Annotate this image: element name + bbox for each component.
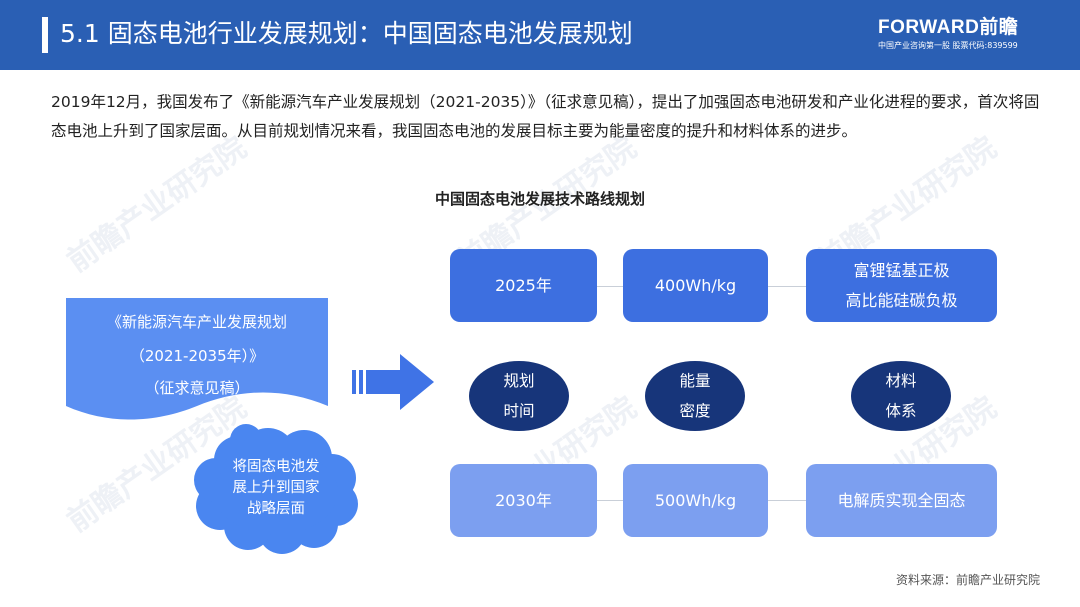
header-bar: 5.1 固态电池行业发展规划：中国固态电池发展规划 FORWARD前瞻 中国产业… [0, 0, 1080, 70]
milestone-2030-energy-density: 500Wh/kg [623, 464, 768, 537]
ellipse-line-2: 体系 [885, 402, 917, 420]
source-note: 资料来源：前瞻产业研究院 [895, 573, 1040, 587]
intro-paragraph: 2019年12月，我国发布了《新能源汽车产业发展规划（2021-2035）》（征… [51, 93, 1040, 140]
doc-line-2: （2021-2035年）》 [129, 347, 265, 365]
box-label: 500Wh/kg [654, 490, 737, 510]
cloud-line-1: 将固态电池发 [232, 459, 320, 475]
category-material-system: 材料 体系 [851, 361, 951, 431]
brand-logo: FORWARD前瞻 中国产业咨询第一股 股票代码:839599 [878, 18, 1038, 52]
ellipse-line-1: 规划 [503, 372, 535, 390]
box-label: 2025年 [495, 275, 552, 295]
ellipse-line-2: 密度 [679, 402, 711, 420]
box-label: 400Wh/kg [654, 275, 737, 295]
strategy-cloud-callout: 将固态电池发 展上升到国家 战略层面 [186, 420, 366, 554]
cloud-text: 将固态电池发 展上升到国家 战略层面 [216, 457, 336, 520]
page-title: 5.1 固态电池行业发展规划：中国固态电池发展规划 [60, 19, 633, 48]
box-label: 2030年 [495, 490, 552, 510]
category-planning-time: 规划 时间 [469, 361, 569, 431]
doc-line-1: 《新能源汽车产业发展规划 [106, 313, 287, 331]
doc-line-3: （征求意见稿） [144, 379, 250, 397]
connector-line [597, 500, 623, 501]
ellipse-line-1: 材料 [885, 372, 917, 390]
category-energy-density: 能量 密度 [645, 361, 745, 431]
milestone-2025-materials: 富锂锰基正极 高比能硅碳负极 [806, 249, 997, 322]
box-label-line-2: 高比能硅碳负极 [845, 290, 958, 310]
cloud-line-3: 战略层面 [247, 501, 305, 517]
right-arrow-icon [352, 354, 434, 414]
connector-line [768, 500, 806, 501]
cloud-icon [194, 424, 358, 554]
ellipse-line-1: 能量 [679, 372, 711, 390]
connector-line [768, 286, 806, 287]
document-icon [66, 298, 328, 420]
policy-document-shape: 《新能源汽车产业发展规划 （2021-2035年）》 （征求意见稿） [66, 298, 328, 423]
logo-subtitle: 中国产业咨询第一股 股票代码:839599 [878, 41, 1018, 50]
milestone-2025-energy-density: 400Wh/kg [623, 249, 768, 322]
connector-line [597, 286, 623, 287]
logo-brand: FORWARD前瞻 [878, 17, 1019, 38]
milestone-2030-year: 2030年 [450, 464, 597, 537]
ellipse-line-2: 时间 [503, 402, 535, 420]
box-label-line-1: 富锂锰基正极 [853, 260, 950, 280]
milestone-2025-year: 2025年 [450, 249, 597, 322]
box-label: 电解质实现全固态 [837, 490, 966, 510]
diagram-title: 中国固态电池发展技术路线规划 [434, 190, 645, 208]
cloud-line-2: 展上升到国家 [232, 480, 320, 496]
milestone-2030-materials: 电解质实现全固态 [806, 464, 997, 537]
title-accent-bar [42, 17, 48, 53]
